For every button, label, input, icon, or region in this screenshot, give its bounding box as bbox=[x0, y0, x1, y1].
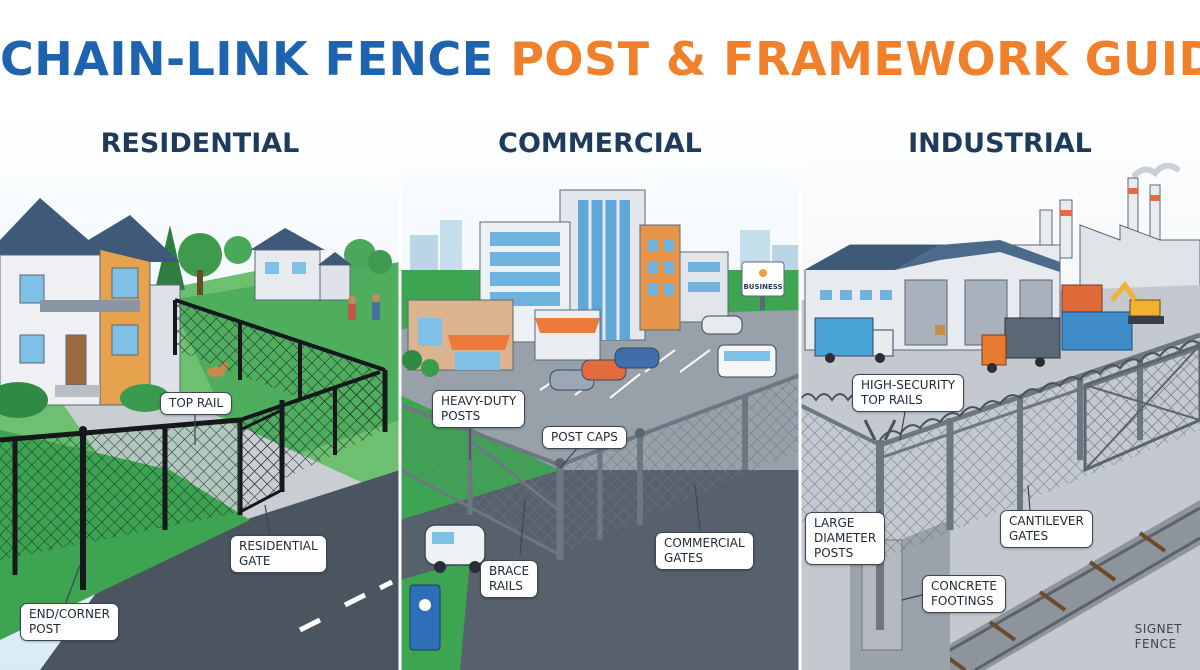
title-part-blue: CHAIN-LINK FENCE bbox=[0, 32, 494, 86]
callout-top-rail: TOP RAIL bbox=[160, 392, 233, 415]
brand-logo-text: SIGNET FENCE bbox=[1134, 622, 1182, 651]
callout-large-diameter-posts: LARGE DIAMETER POSTS bbox=[805, 512, 886, 565]
commercial-scene: BUSINESS bbox=[399, 110, 801, 670]
title-part-orange: POST & FRAMEWORK GUIDE bbox=[510, 32, 1200, 86]
residential-scene bbox=[0, 110, 400, 670]
callout-commercial-gates: COMMERCIAL GATES bbox=[655, 532, 754, 570]
callout-cantilever-gates: CANTILEVER GATES bbox=[1000, 510, 1093, 548]
callout-high-security-top-rails: HIGH-SECURITY TOP RAILS bbox=[852, 374, 965, 412]
callout-post-caps: POST CAPS bbox=[542, 426, 627, 449]
callout-brace-rails: BRACE RAILS bbox=[480, 560, 539, 598]
panel-title-industrial: INDUSTRIAL bbox=[908, 128, 1092, 159]
callout-concrete-footings: CONCRETE FOOTINGS bbox=[922, 575, 1007, 613]
business-sign-text: BUSINESS bbox=[743, 283, 782, 291]
panel-title-residential: RESIDENTIAL bbox=[100, 128, 300, 159]
callout-end-corner-post: END/CORNER POST bbox=[20, 603, 119, 641]
callout-heavy-duty-posts: HEAVY-DUTY POSTS bbox=[432, 390, 526, 428]
illustration: BUSINESS bbox=[0, 110, 1200, 670]
callout-residential-gate: RESIDENTIAL GATE bbox=[230, 535, 327, 573]
panel-title-commercial: COMMERCIAL bbox=[498, 128, 702, 159]
page-title: CHAIN-LINK FENCE POST & FRAMEWORK GUIDE bbox=[0, 0, 1200, 110]
